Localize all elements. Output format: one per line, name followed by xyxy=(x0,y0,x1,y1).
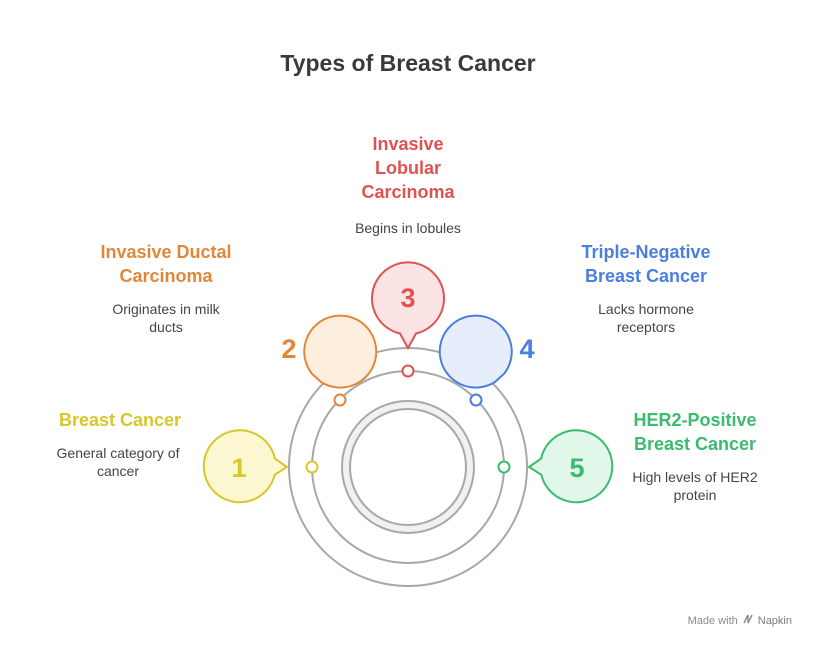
page-title: Types of Breast Cancer xyxy=(280,50,536,76)
bubble-3: 3 xyxy=(371,261,445,351)
item-3-desc: Begins in lobules xyxy=(318,219,498,237)
item-2-desc-line: ducts xyxy=(149,319,183,335)
napkin-logo-icon xyxy=(742,613,754,628)
item-4-heading-line: Triple-Negative xyxy=(581,242,711,262)
item-5-heading: HER2-Positive Breast Cancer xyxy=(604,408,786,456)
item-3-desc-line: Begins in lobules xyxy=(355,220,461,236)
bubble-1-shape xyxy=(202,429,289,504)
item-4-desc-line: receptors xyxy=(616,319,676,335)
made-with-napkin-footer: Made with Napkin xyxy=(688,613,792,628)
bubble-4-shape xyxy=(438,314,513,389)
marker-1 xyxy=(305,460,319,474)
bubble-5: 5 xyxy=(527,429,614,504)
bubble-2-number: 2 xyxy=(281,334,296,364)
marker-2 xyxy=(333,393,347,407)
bubble-3-number: 3 xyxy=(400,283,415,313)
marker-3 xyxy=(401,364,415,378)
item-3-heading-line: Invasive xyxy=(372,134,444,154)
item-3-heading-line: Lobular xyxy=(375,158,441,178)
item-2-desc: Originates in milk ducts xyxy=(76,300,256,336)
bubble-2: 2 xyxy=(281,314,378,389)
item-4-desc-line: Lacks hormone xyxy=(598,301,694,317)
item-3-heading: Invasive Lobular Carcinoma xyxy=(318,132,498,204)
inner-core xyxy=(349,408,467,526)
bubble-4: 4 xyxy=(438,314,535,389)
marker-5 xyxy=(497,460,511,474)
item-2-heading-line: Carcinoma xyxy=(119,266,213,286)
item-2-heading: Invasive Ductal Carcinoma xyxy=(76,240,256,288)
item-1-desc-line: cancer xyxy=(96,463,140,479)
item-2-heading-line: Invasive Ductal xyxy=(100,242,232,262)
bubble-1: 1 xyxy=(202,429,289,504)
bubble-1-number: 1 xyxy=(231,453,246,483)
item-1-heading: Breast Cancer xyxy=(30,408,210,432)
item-5-desc: High levels of HER2 protein xyxy=(604,468,786,504)
item-1-heading-line: Breast Cancer xyxy=(58,410,182,430)
made-with-label: Made with xyxy=(687,614,738,627)
item-4-heading: Triple-Negative Breast Cancer xyxy=(556,240,736,288)
bubble-5-shape xyxy=(527,429,614,504)
item-4-heading-line: Breast Cancer xyxy=(584,266,708,286)
item-4-desc: Lacks hormone receptors xyxy=(556,300,736,336)
item-5-heading-line: Breast Cancer xyxy=(633,434,757,454)
napkin-brand: Napkin xyxy=(757,614,792,627)
marker-4 xyxy=(469,393,483,407)
bubble-2-shape xyxy=(303,314,378,389)
item-1-desc: General category of cancer xyxy=(30,444,206,480)
item-1-desc-line: General category of xyxy=(56,445,180,461)
item-3-heading-line: Carcinoma xyxy=(361,182,455,202)
bubble-3-shape xyxy=(371,261,445,351)
item-5-heading-line: HER2-Positive xyxy=(633,410,757,430)
bubble-4-number: 4 xyxy=(519,334,534,364)
item-5-desc-line: protein xyxy=(673,487,717,503)
bubble-5-number: 5 xyxy=(569,453,584,483)
item-5-desc-line: High levels of HER2 xyxy=(632,469,758,485)
item-2-desc-line: Originates in milk xyxy=(112,301,220,317)
